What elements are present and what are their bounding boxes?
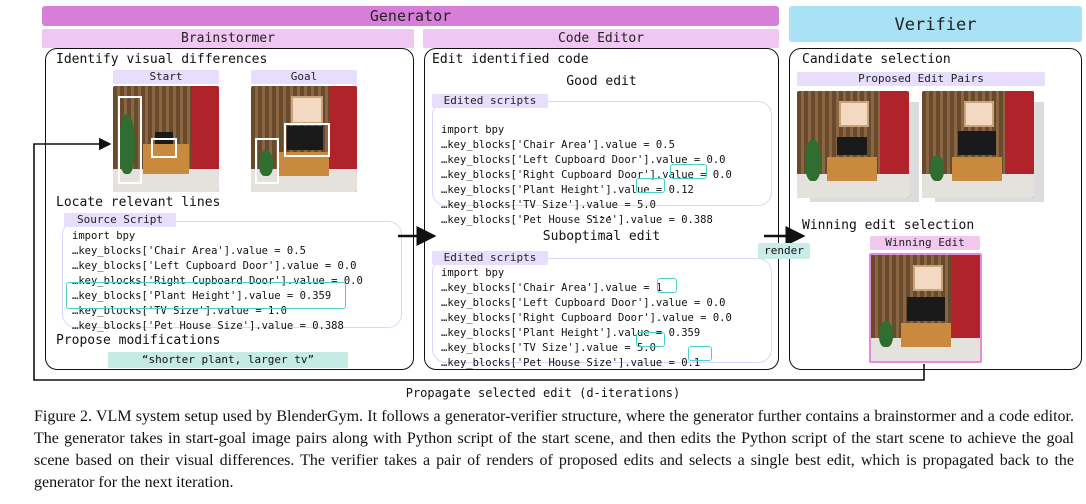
ellipsis: ... [589,207,614,222]
code-line: …key_blocks['Left Cupboard Door'].value … [441,297,726,309]
code-line: …key_blocks['TV Size'].value = 5.0 [441,342,656,354]
tv-size-highlight [636,178,665,193]
code-line: …key_blocks['Chair Area'].value = 0.5 [72,245,306,257]
source-script-box [62,221,402,328]
pet-house-highlight [688,346,712,361]
render-label: render [758,243,810,259]
candidate-image-1 [797,91,909,198]
start-label: Start [113,70,219,84]
verifier-banner: Verifier [789,6,1082,42]
code-line: …key_blocks['Pet House Size'].value = 0.… [441,214,713,226]
propagate-label: Propagate selected edit (d-iterations) [405,386,681,400]
chair-area-highlight [657,278,677,293]
winning-edit-image [869,253,982,363]
source-script-label: Source Script [64,213,176,227]
tv-size-sub-highlight [636,332,665,347]
goal-label: Goal [251,70,357,84]
good-edit-box [432,101,772,206]
code-line: …key_blocks['Left Cupboard Door'].value … [72,260,357,272]
source-highlight [66,282,346,309]
code-editor-banner: Code Editor [423,29,779,48]
suboptimal-edit-label: Suboptimal edit [542,229,661,244]
suboptimal-edit-code: import bpy …key_blocks['Chair Area'].val… [441,266,732,371]
code-line: …key_blocks['Left Cupboard Door'].value … [441,154,726,166]
code-line: import bpy [441,124,505,136]
good-edited-scripts-label: Edited scripts [432,94,548,108]
suboptimal-edited-scripts-label: Edited scripts [432,251,548,265]
modification-text: “shorter plant, larger tv” [108,352,348,368]
suboptimal-edit-box [432,258,772,363]
start-image [113,86,219,192]
goal-image [251,86,357,192]
edit-heading: Edit identified code [432,52,589,67]
proposed-pairs-label: Proposed Edit Pairs [797,72,1045,86]
winning-edit-label: Winning Edit [870,236,980,250]
code-line: …key_blocks['Plant Height'].value = 0.35… [441,327,701,339]
good-edit-label: Good edit [566,74,637,89]
code-line: …key_blocks['TV Size'].value = 5.0 [441,199,656,211]
plant-height-highlight [670,164,707,179]
figure-caption: Figure 2. VLM system setup used by Blend… [34,408,1074,491]
code-line: …key_blocks['Right Cupboard Door'].value… [72,275,363,287]
code-line: import bpy [72,230,136,242]
code-line: …key_blocks['Right Cupboard Door'].value… [441,312,732,324]
code-line: …key_blocks['Chair Area'].value = 0.5 [441,139,675,151]
generator-banner: Generator [42,6,779,26]
code-line: …key_blocks['Plant Height'].value = 0.12 [441,184,694,196]
code-line: …key_blocks['Chair Area'].value = 1 [441,282,663,294]
propagate-loop-arrow [33,137,925,381]
locate-heading: Locate relevant lines [56,195,221,210]
good-edit-code: import bpy …key_blocks['Chair Area'].val… [441,123,732,228]
code-line: …key_blocks['Plant Height'].value = 0.35… [72,290,332,302]
propose-heading: Propose modifications [56,333,221,348]
code-line: import bpy [441,267,505,279]
identify-heading: Identify visual differences [56,52,268,67]
winning-heading: Winning edit selection [802,218,975,233]
candidate-image-2 [922,91,1034,198]
brainstormer-banner: Brainstormer [42,29,414,48]
candidate-heading: Candidate selection [802,52,951,67]
code-line: …key_blocks['Pet House Size'].value = 0.… [72,320,344,332]
code-line: …key_blocks['Pet House Size'].value = 0.… [441,357,701,369]
